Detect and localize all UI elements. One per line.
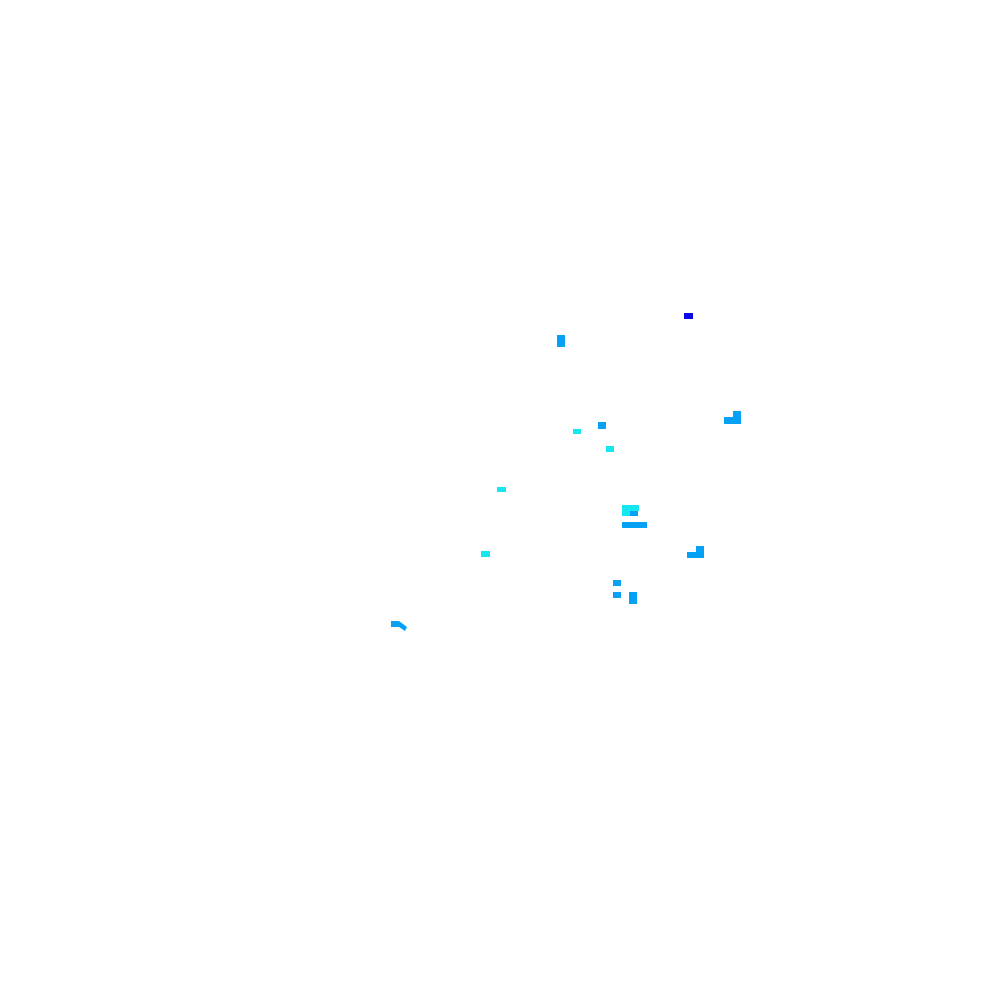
- map-cell: [606, 446, 614, 452]
- map-cell: [687, 552, 704, 558]
- map-cell: [573, 429, 581, 434]
- map-cell: [629, 592, 637, 604]
- map-cell: [684, 313, 693, 319]
- map-path: [391, 621, 407, 631]
- map-cell: [613, 580, 621, 586]
- map-cell: [622, 511, 630, 516]
- map-cell: [622, 505, 639, 511]
- map-cell: [497, 487, 506, 492]
- map-cell: [696, 546, 704, 554]
- map-cell: [598, 422, 606, 429]
- map-cell: [622, 522, 647, 528]
- map-cell: [557, 335, 565, 347]
- map-cell: [481, 551, 490, 557]
- map-cell: [724, 417, 741, 424]
- map-cell: [613, 592, 621, 598]
- map-cell: [733, 411, 741, 419]
- map-cell: [630, 511, 638, 516]
